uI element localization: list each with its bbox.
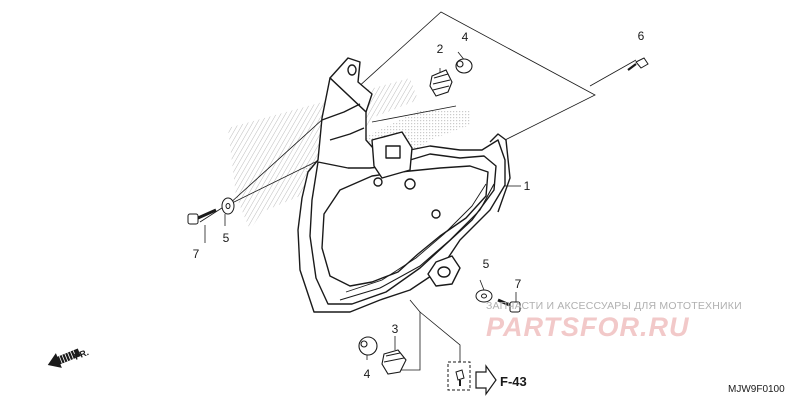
callout-5-left: 5 — [223, 231, 230, 245]
part-bolt-7-left — [187, 208, 217, 225]
part-washer-5-right — [475, 289, 493, 303]
part-collar-4-top — [455, 58, 473, 74]
part-collar-4-bottom — [358, 336, 378, 356]
callout-5-right: 5 — [483, 257, 490, 271]
reference-box — [447, 361, 471, 391]
reference-arrow-icon — [475, 364, 497, 396]
callout-4-bottom: 4 — [364, 367, 371, 381]
callout-7-left: 7 — [193, 247, 200, 261]
reference-label: F-43 — [500, 374, 527, 389]
front-direction-label: FR. — [73, 347, 90, 362]
watermark-logo: PARTSFOR.RU — [486, 312, 690, 342]
part-grommet-2 — [429, 69, 453, 97]
callout-7-right: 7 — [515, 277, 522, 291]
part-washer-5-left — [221, 197, 235, 215]
front-direction-arrow-icon — [47, 348, 81, 368]
part-screw-6 — [627, 57, 649, 71]
callout-1: 1 — [524, 179, 531, 193]
callout-4-top: 4 — [462, 30, 469, 44]
callout-6: 6 — [638, 29, 645, 43]
callout-2: 2 — [437, 42, 444, 56]
headlight-assembly — [297, 57, 511, 313]
callout-3: 3 — [392, 322, 399, 336]
part-grommet-3 — [381, 349, 407, 375]
drawing-code: MJW9F0100 — [728, 384, 785, 395]
part-bolt-7-right — [497, 298, 521, 313]
watermark-tagline: ЗАПЧАСТИ И АКСЕССУАРЫ ДЛЯ МОТОТЕХНИКИ — [486, 300, 742, 312]
